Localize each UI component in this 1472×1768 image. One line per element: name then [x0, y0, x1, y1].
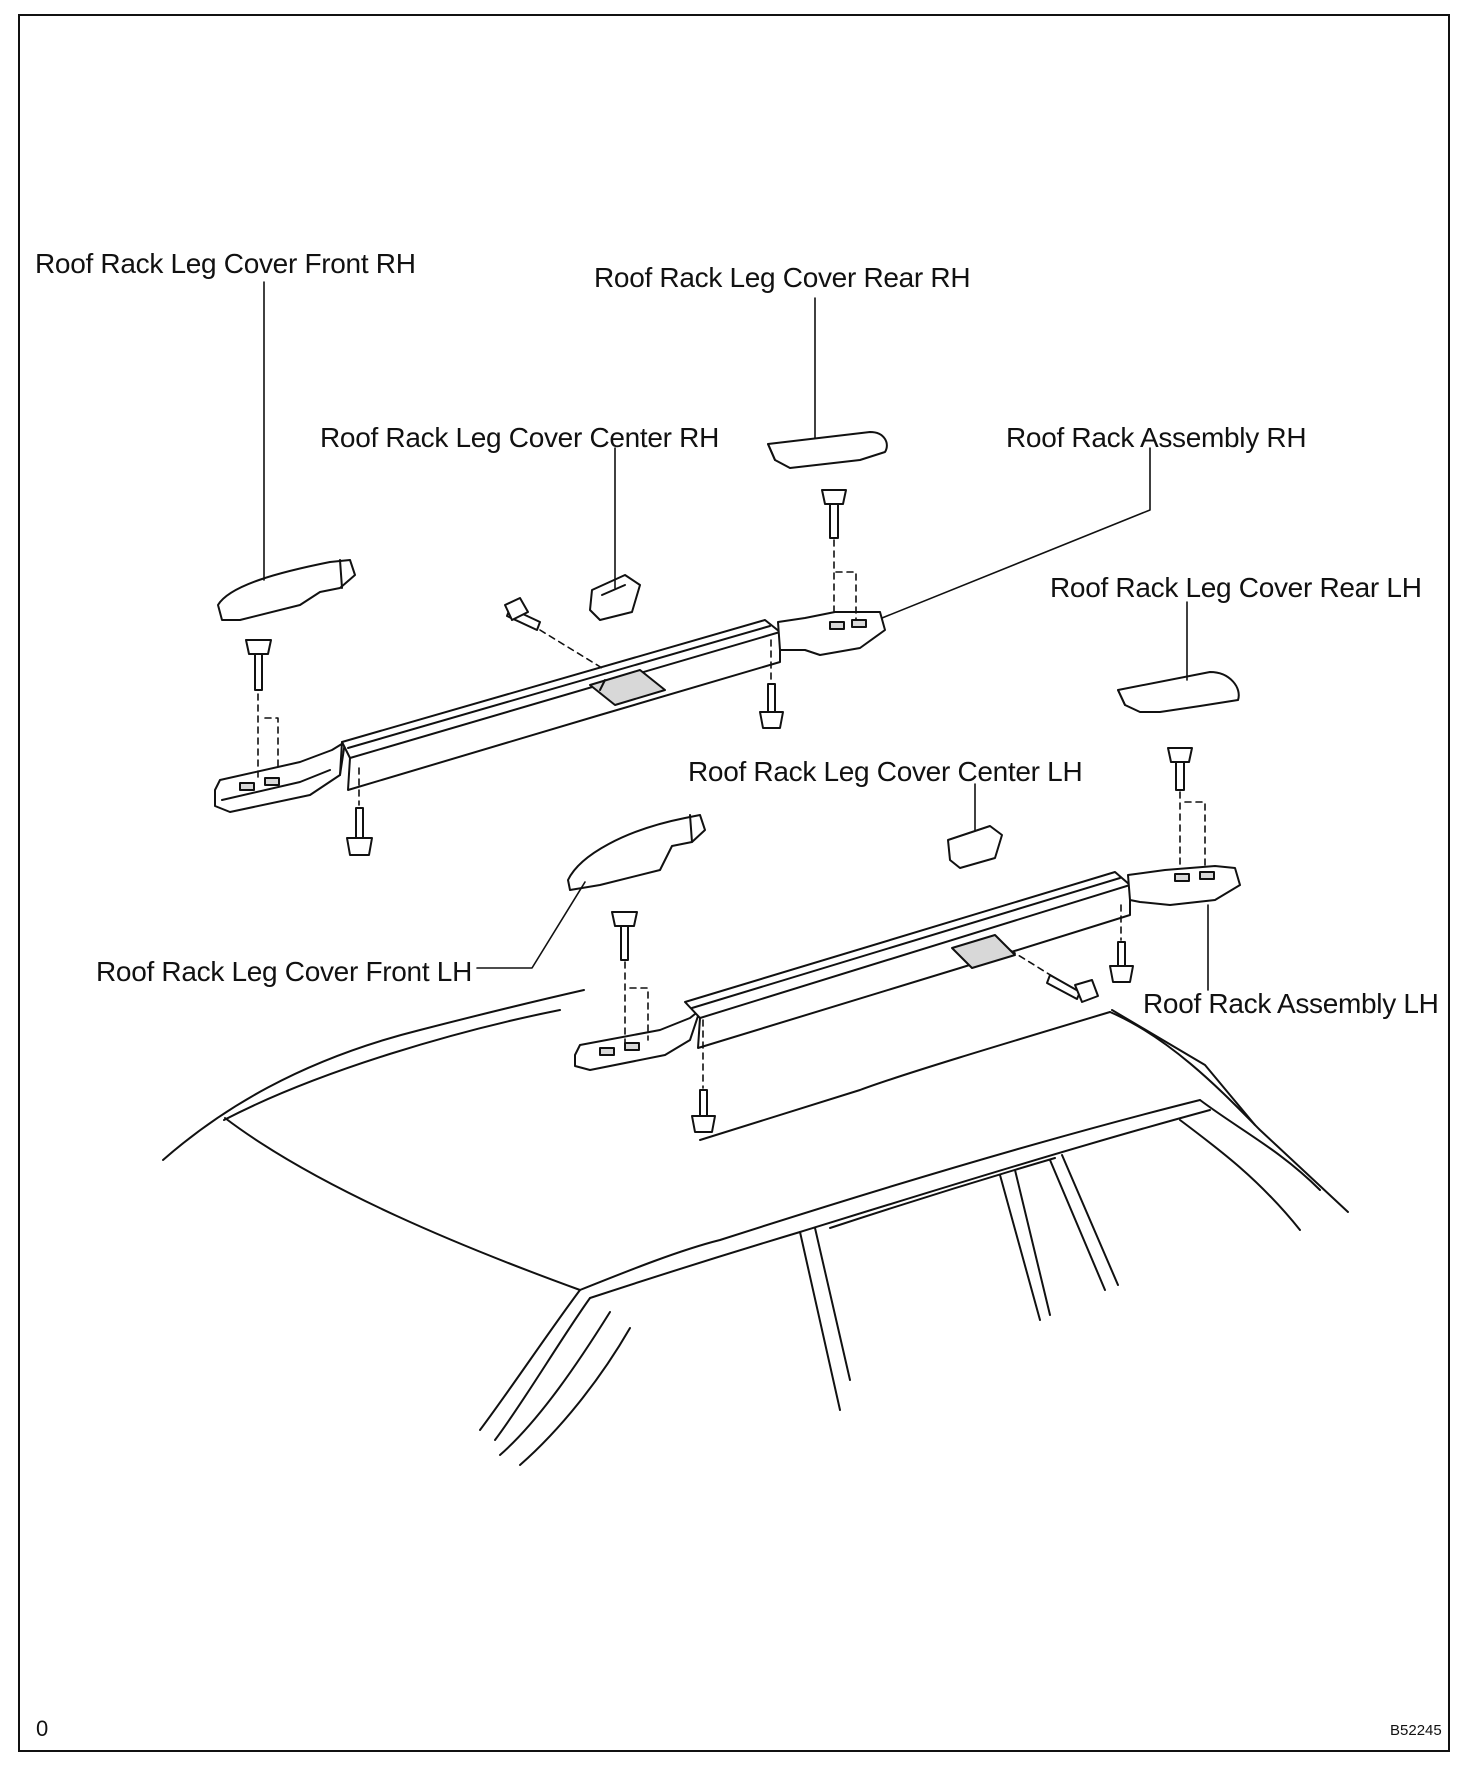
bolt-rh-3 [759, 683, 784, 729]
label-cover-rear-lh: Roof Rack Leg Cover Rear LH [1050, 572, 1422, 603]
bolt-rh-2 [346, 807, 373, 856]
bolt-rh-4 [821, 489, 847, 539]
leg-cover-front-lh [567, 814, 706, 891]
bolt-lh-5 [1046, 974, 1099, 1003]
leg-cover-center-rh [589, 574, 641, 621]
leg-cover-front-rh [217, 559, 356, 621]
bolt-rh-1 [245, 639, 272, 691]
label-cover-center-lh: Roof Rack Leg Cover Center LH [688, 756, 1083, 787]
bolt-lh-4 [1167, 747, 1193, 791]
leg-cover-rear-lh [1117, 671, 1240, 713]
label-assembly-rh: Roof Rack Assembly RH [1006, 422, 1307, 453]
corner-mark: 0 [36, 1716, 49, 1741]
label-assembly-lh: Roof Rack Assembly LH [1143, 988, 1439, 1019]
vehicle-roof [162, 989, 1349, 1466]
label-cover-center-rh: Roof Rack Leg Cover Center RH [320, 422, 720, 453]
bolt-lh-1 [611, 911, 638, 961]
bolt-lh-2 [691, 1089, 716, 1133]
figure-code: B52245 [1390, 1722, 1442, 1739]
label-cover-front-lh: Roof Rack Leg Cover Front LH [96, 956, 472, 987]
bolt-rh-5 [504, 597, 541, 631]
leg-cover-center-lh [947, 825, 1003, 869]
leader-lines [263, 281, 1209, 991]
diagram-frame [18, 14, 1450, 1752]
label-cover-front-rh: Roof Rack Leg Cover Front RH [35, 248, 416, 279]
leg-cover-rear-rh [767, 431, 888, 469]
bolt-lh-3 [1109, 941, 1134, 983]
alignment-dashes [257, 539, 1206, 1089]
roof-rack-rh [214, 611, 886, 813]
label-cover-rear-rh: Roof Rack Leg Cover Rear RH [594, 262, 971, 293]
roof-rack-lh [574, 865, 1241, 1071]
